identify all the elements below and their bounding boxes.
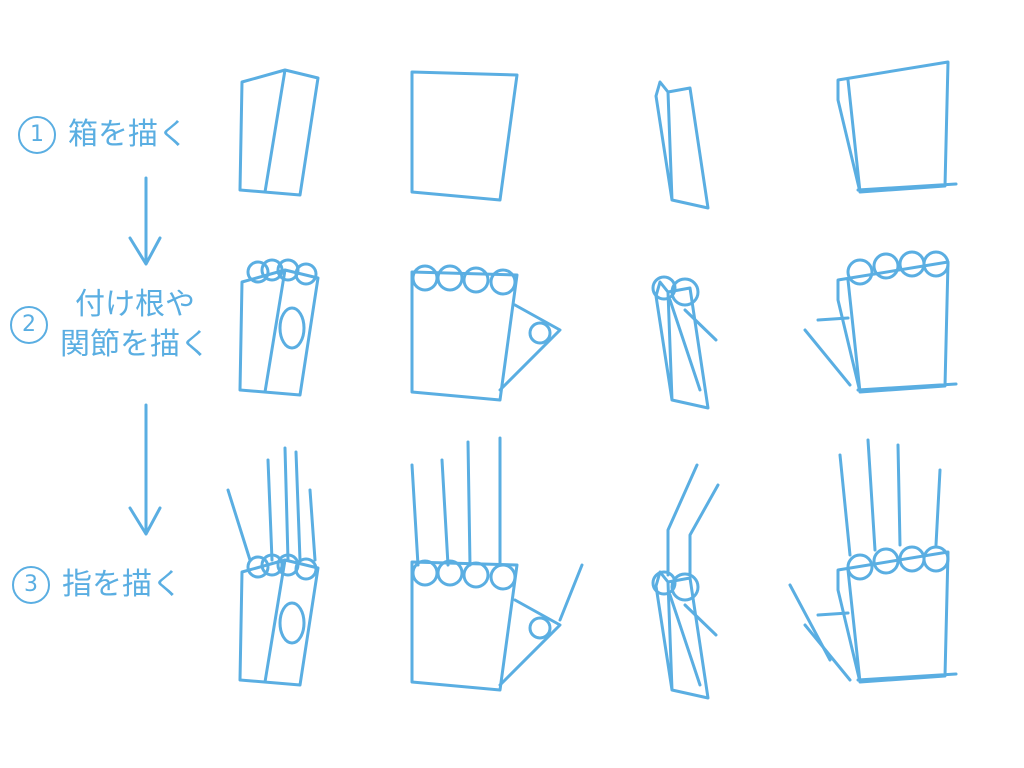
- box-angled-view: [836, 60, 958, 194]
- step-2-label: 2 付け根や 関節を描く: [10, 285, 210, 365]
- step-1-number: 1: [18, 116, 56, 154]
- step-2-number: 2: [10, 306, 48, 344]
- step-3-text: 指を描く: [62, 567, 182, 602]
- step-1-text: 箱を描く: [68, 117, 188, 152]
- row-1-boxes: [238, 60, 958, 210]
- box-edge-view: [654, 80, 710, 210]
- finger-lines: [226, 436, 942, 662]
- step-2-text-line2: 関節を描く: [60, 327, 210, 362]
- row-2-joints: [238, 260, 958, 410]
- arrow-2-to-3: [128, 403, 162, 536]
- step-3-label: 3 指を描く: [12, 565, 182, 605]
- arrow-1-to-2: [128, 176, 162, 266]
- box-back-view: [410, 70, 519, 202]
- box-side-view: [238, 68, 320, 197]
- step-2-text-line1: 付け根や: [75, 287, 195, 322]
- step-1-label: 1 箱を描く: [18, 115, 188, 155]
- step-3-number: 3: [12, 566, 50, 604]
- step-2-text-block: 付け根や 関節を描く: [60, 285, 210, 365]
